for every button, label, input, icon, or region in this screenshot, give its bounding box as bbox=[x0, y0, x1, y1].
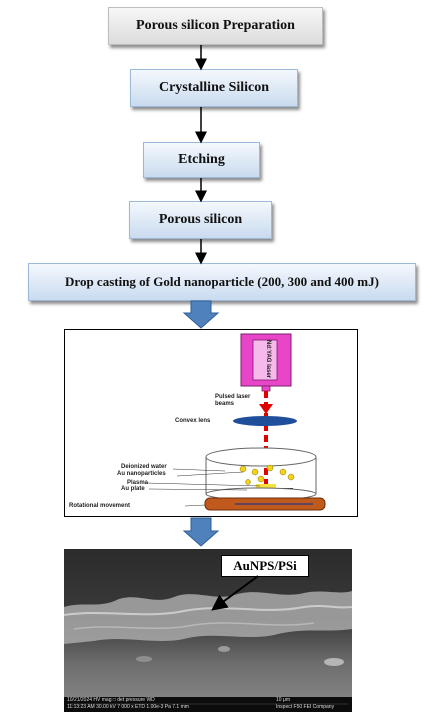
block-arrow-down-1 bbox=[182, 300, 220, 329]
au-nanoparticles-label: Au nanoparticles bbox=[117, 471, 166, 477]
pulsed-beams-label: Pulsed laser beams bbox=[215, 394, 251, 407]
flow-step-label: Porous silicon Preparation bbox=[136, 18, 295, 33]
beaker-top bbox=[205, 447, 317, 467]
laser-face bbox=[252, 339, 278, 381]
flow-step-etching: Etching bbox=[143, 142, 260, 178]
laser-nozzle bbox=[261, 385, 271, 392]
flow-step-label: Drop casting of Gold nanoparticle (200, … bbox=[65, 274, 379, 289]
setup-illustration bbox=[146, 333, 326, 511]
gold-nanoparticles bbox=[239, 464, 295, 485]
au-plate-label: Au plate bbox=[121, 486, 145, 492]
sem-pointer-arrow bbox=[211, 575, 259, 611]
convex-lens bbox=[233, 416, 297, 426]
convex-lens-label: Convex lens bbox=[175, 418, 211, 424]
surface-layer bbox=[64, 591, 352, 644]
laser-ablation-setup-panel: Nd:YAG laser Pulsed laser beams Convex l… bbox=[64, 329, 358, 517]
sem-sample-label-text: AuNPS/PSi bbox=[233, 558, 297, 573]
block-arrow-down-2 bbox=[182, 517, 220, 547]
sem-footer-left-2: 11:13:23 AM 30.00 kV 7 000 x ETD 1.00e-3… bbox=[67, 704, 189, 710]
flow-step-porous-silicon-preparation: Porous silicon Preparation bbox=[108, 7, 323, 45]
sem-footer-left: 10/21/2024 HV mag □ det pressure WD bbox=[67, 697, 155, 703]
deionized-water-label: Deionized water bbox=[121, 464, 167, 470]
beam-arrowhead bbox=[259, 404, 273, 414]
sem-footer-right: Inspect F50 FEI Company bbox=[276, 704, 335, 710]
flow-step-crystalline-silicon: Crystalline Silicon bbox=[130, 69, 298, 107]
sem-image: AuNPS/PSi 10/21/2024 HV mag □ det pressu… bbox=[64, 549, 352, 712]
sem-scale-bar: 10 μm bbox=[276, 697, 290, 703]
flow-step-porous-silicon: Porous silicon bbox=[129, 201, 272, 239]
laser-label: Nd:YAG laser bbox=[265, 340, 271, 379]
flow-step-label: Etching bbox=[178, 152, 225, 167]
sem-sample-label: AuNPS/PSi bbox=[221, 555, 309, 577]
rotational-movement-label: Rotational movement bbox=[69, 503, 131, 509]
plasma bbox=[256, 484, 276, 488]
plasma-label: Plasma bbox=[127, 480, 149, 486]
flow-step-label: Porous silicon bbox=[158, 212, 243, 227]
flow-step-label: Crystalline Silicon bbox=[158, 80, 270, 95]
flow-step-drop-casting: Drop casting of Gold nanoparticle (200, … bbox=[28, 263, 416, 301]
